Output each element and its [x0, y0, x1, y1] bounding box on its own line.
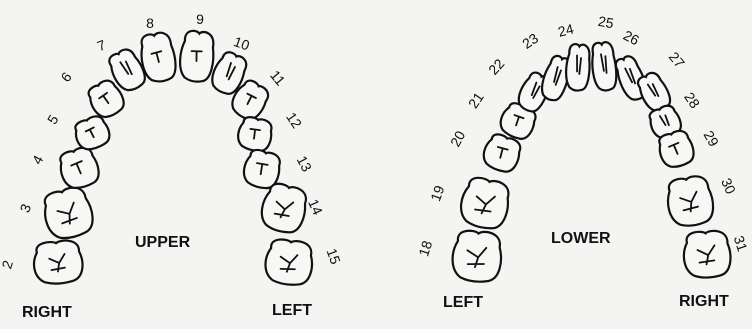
- lower-tooth-18[interactable]: [451, 230, 503, 284]
- lower-arch-title: LOWER: [551, 230, 611, 247]
- upper-tooth-number-12: 12: [283, 109, 305, 131]
- lower-tooth-number-30: 30: [718, 176, 739, 197]
- lower-tooth-number-28: 28: [681, 89, 703, 111]
- upper-tooth-number-10: 10: [232, 33, 252, 53]
- lower-tooth-24[interactable]: [565, 44, 591, 92]
- upper-tooth-number-15: 15: [324, 246, 344, 266]
- upper-tooth-number-6: 6: [57, 69, 75, 85]
- lower-tooth-number-26: 26: [621, 27, 642, 49]
- lower-right-side-label: RIGHT: [679, 293, 729, 310]
- upper-tooth-number-14: 14: [305, 197, 326, 218]
- upper-tooth-number-8: 8: [146, 15, 154, 31]
- lower-tooth-19[interactable]: [457, 175, 512, 232]
- lower-tooth-number-27: 27: [666, 49, 688, 71]
- lower-left-side-label: LEFT: [443, 294, 483, 311]
- upper-tooth-number-13: 13: [294, 153, 316, 174]
- lower-tooth-number-20: 20: [447, 128, 469, 149]
- upper-tooth-number-9: 9: [196, 11, 204, 27]
- upper-tooth-15[interactable]: [264, 238, 315, 287]
- lower-tooth-number-22: 22: [485, 55, 507, 77]
- upper-tooth-12[interactable]: [235, 115, 274, 153]
- lower-tooth-25[interactable]: [590, 41, 618, 91]
- upper-tooth-number-2: 2: [0, 258, 16, 271]
- upper-left-side-label: LEFT: [272, 302, 312, 319]
- lower-tooth-number-18: 18: [415, 238, 435, 258]
- upper-tooth-9[interactable]: [178, 30, 216, 83]
- lower-tooth-number-29: 29: [701, 128, 723, 150]
- lower-tooth-31[interactable]: [682, 230, 732, 279]
- lower-tooth-number-19: 19: [427, 183, 447, 203]
- lower-tooth-number-31: 31: [731, 234, 751, 254]
- upper-arch-title: UPPER: [135, 234, 191, 251]
- upper-right-side-label: RIGHT: [22, 304, 72, 321]
- upper-tooth-number-7: 7: [95, 36, 108, 54]
- upper-tooth-2[interactable]: [32, 239, 85, 286]
- upper-tooth-number-11: 11: [267, 67, 289, 89]
- lower-tooth-number-23: 23: [519, 30, 541, 52]
- upper-tooth-5[interactable]: [71, 113, 113, 153]
- lower-tooth-number-25: 25: [597, 13, 615, 31]
- upper-tooth-number-4: 4: [29, 152, 47, 167]
- lower-tooth-30[interactable]: [664, 174, 716, 229]
- lower-tooth-number-24: 24: [556, 20, 575, 39]
- upper-tooth-3[interactable]: [39, 184, 97, 243]
- upper-tooth-number-5: 5: [44, 112, 62, 127]
- lower-tooth-number-21: 21: [465, 89, 487, 111]
- upper-tooth-4[interactable]: [56, 144, 103, 192]
- upper-tooth-number-3: 3: [16, 201, 34, 214]
